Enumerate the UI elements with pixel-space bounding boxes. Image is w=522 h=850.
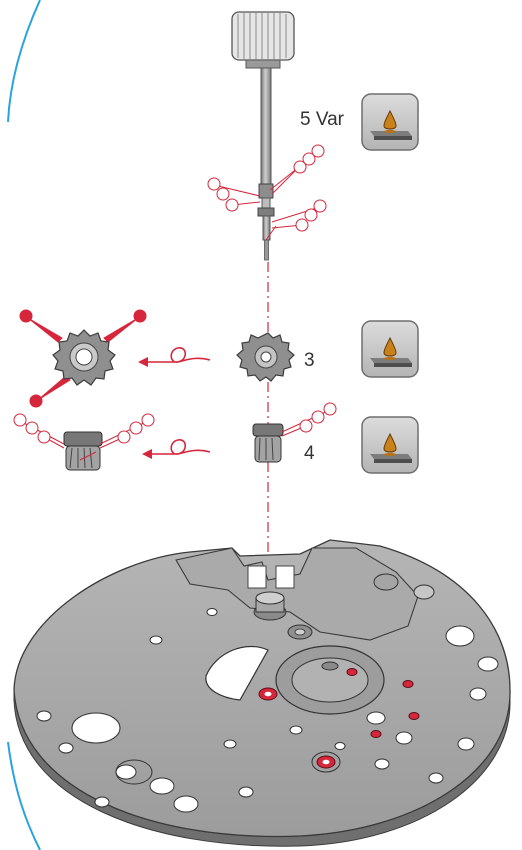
winding-stem [231,11,295,261]
page-edge-top [7,0,41,123]
stem-oil-points [207,144,327,241]
oil-drop-on-plate-icon [361,416,419,474]
pinion-4 [252,402,337,463]
movement-mainplate [13,539,511,847]
step-5-label: 5 Var [300,109,345,130]
oil-drop-on-plate-icon [361,93,419,151]
oil-drop-on-plate-icon [361,320,419,378]
pinion-4-detail [13,413,155,471]
pinion-3-detail [19,309,147,408]
lubricate-arrow-4 [142,439,211,459]
pinion-3 [236,332,295,382]
step-3-label: 3 [304,350,315,371]
lubricate-arrow-3 [138,347,211,367]
step-4-label: 4 [304,443,315,464]
page-edge-bottom [7,741,41,850]
